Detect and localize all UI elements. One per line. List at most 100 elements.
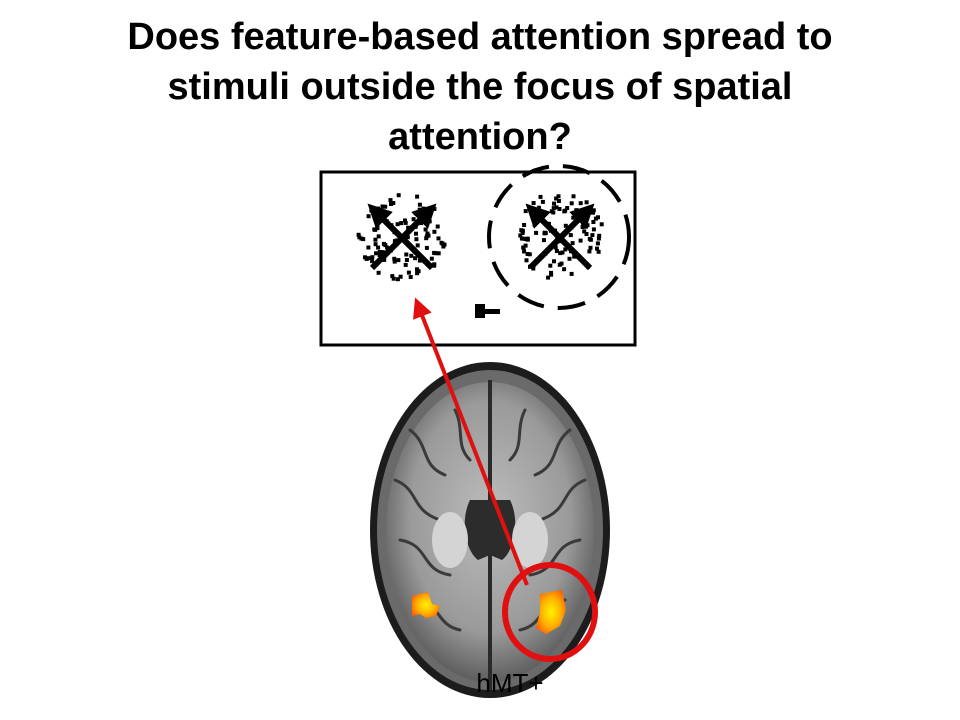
motion-dot [424,245,429,250]
motion-dot [554,196,559,201]
motion-dot [549,270,553,275]
motion-dot [523,209,528,214]
motion-dot [369,208,374,213]
motion-dot [524,258,529,263]
motion-dot [432,250,437,255]
motion-dot [392,259,397,264]
motion-dot [374,251,378,256]
motion-dot [414,237,419,242]
motion-dot [549,209,554,214]
motion-dot [377,253,382,257]
motion-dot [590,233,595,238]
motion-dot [543,231,548,236]
motion-dot [403,220,408,225]
motion-dot [534,230,539,235]
motion-dot [569,271,574,276]
fixation-mark-icon [475,304,500,318]
motion-dot [376,270,381,275]
motion-dot [409,253,414,258]
motion-dot [525,252,530,256]
motion-dot [366,214,371,219]
motion-dot [559,261,564,266]
motion-dot [588,245,593,250]
motion-dot [381,241,386,246]
motion-dot [556,194,561,199]
motion-dot [414,231,418,236]
motion-dot [376,234,381,239]
title-line-1: Does feature-based attention spread to [127,16,833,58]
motion-dot [563,223,568,228]
motion-dot [415,194,420,199]
motion-dot [595,246,599,251]
motion-dot [554,249,559,253]
motion-dot [366,245,371,250]
motion-dot [356,232,361,237]
motion-dot [373,237,378,242]
motion-dot [570,241,575,246]
motion-dot [556,199,561,203]
motion-dot [417,258,422,263]
motion-dot [405,235,410,240]
motion-dot [532,222,537,227]
motion-dot [552,201,556,206]
motion-dot [406,270,411,275]
motion-dot [415,243,420,248]
motion-dot [392,256,397,261]
motion-dot [399,221,404,226]
motion-dot [425,231,430,236]
motion-dot [417,202,422,207]
motion-dot [591,227,596,232]
motion-dot [391,201,396,205]
motion-dot [432,206,437,211]
motion-dot [396,193,401,198]
motion-dot [395,277,400,282]
motion-dot [578,201,583,206]
motion-dot [383,204,388,209]
hmt-highlight-circle [502,562,598,662]
motion-dot [596,215,600,220]
motion-dot [578,238,583,243]
brain-slice-icon [370,362,610,698]
motion-dot [587,236,592,241]
motion-dot [436,251,441,256]
slide-title: Does feature-based attention spread to s… [40,12,920,162]
motion-dot [520,228,525,233]
motion-dot [404,252,409,257]
motion-dot [398,274,403,279]
motion-dot [568,233,573,238]
motion-dot [421,206,426,211]
motion-dot [563,247,568,252]
motion-dot [571,194,576,199]
left-motion-arrows-icon [367,203,437,271]
motion-dot [403,262,408,267]
motion-dot [436,236,441,241]
motion-dot [439,240,444,245]
motion-dot [376,206,380,211]
motion-dot [376,245,381,250]
motion-dot [404,258,409,262]
motion-dot [390,274,395,279]
right-motion-arrows-icon [525,203,595,271]
motion-dot [408,275,413,279]
motion-dot [518,233,523,238]
motion-dot [432,229,437,234]
motion-dot [591,208,596,213]
motion-dot [519,236,524,241]
motion-dot [582,229,587,234]
motion-dot [429,256,434,261]
motion-dot [391,276,396,281]
projection-arrow [413,297,529,586]
motion-dot [591,220,596,224]
motion-dot [551,206,556,211]
motion-dot [595,241,600,246]
motion-dot [538,194,543,199]
motion-dot [540,199,545,204]
motion-dot [377,250,382,254]
motion-dot [370,255,375,260]
motion-dot [388,198,393,203]
motion-dot [442,242,447,247]
motion-dot [428,206,433,211]
motion-dot [562,267,567,272]
motion-dot [546,275,551,280]
motion-dot [415,267,419,272]
